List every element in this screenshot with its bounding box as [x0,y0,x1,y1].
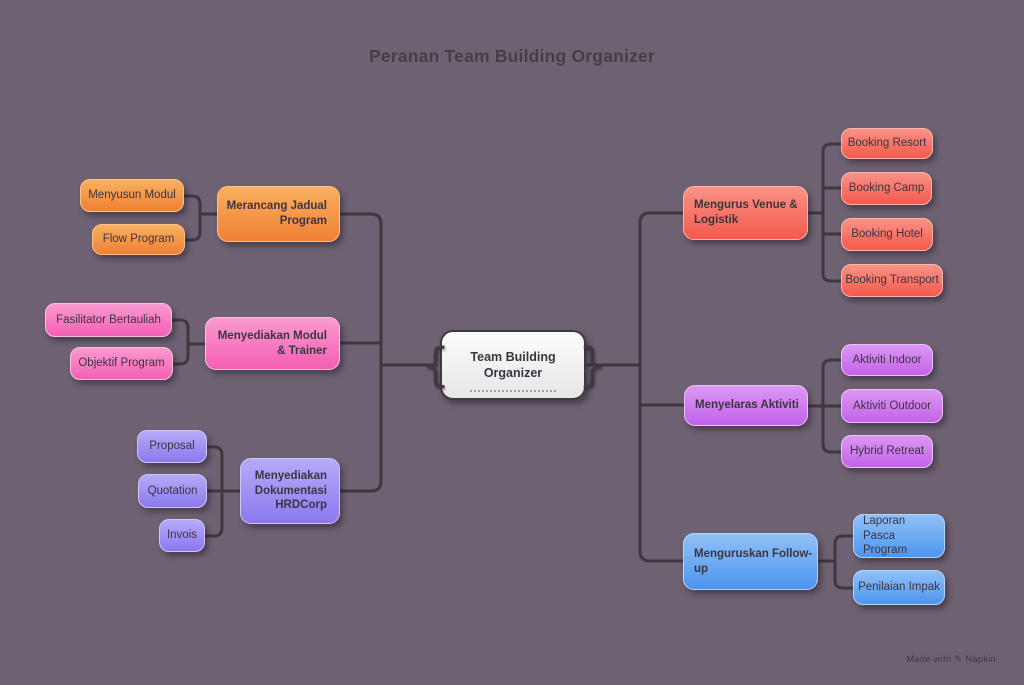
node-label: Booking Camp [848,182,925,195]
node-label: Menyediakan Modul & Trainer [217,329,327,357]
connector-magenta-children [821,358,843,454]
connector-purple-children [203,445,224,538]
node-label: Booking Transport [845,274,939,287]
connector-blue-children [833,534,855,590]
node-menyelaras-aktiviti: Menyelaras Aktiviti [684,385,808,426]
node-merancang-jadual-program: Merancang Jadual Program [217,186,340,242]
node-label: Menyediakan Dokumentasi HRDCorp [254,469,327,512]
node-team-building-organizer: Team Building Organizer [440,330,586,400]
node-label: Quotation [147,484,198,497]
diagram-title: Peranan Team Building Organizer [369,46,655,66]
napkin-watermark: Made with ✎ Napkin [906,654,996,665]
node-label: Menyelaras Aktiviti [695,399,799,412]
node-label: Mengurus Venue & Logistik [694,199,798,226]
node-label: Menguruskan Follow-up [694,547,813,575]
right-brace-decoration: } [578,338,608,392]
node-label: Penilaian Impak [858,581,940,594]
node-menyediakan-dokumentasi-hrdcorp: Menyediakan Dokumentasi HRDCorp [240,458,340,524]
node-mengurus-venue-logistik: Mengurus Venue & Logistik [683,186,808,240]
node-label: Team Building Organizer [470,350,556,380]
node-label: Booking Hotel [851,228,923,241]
node-aktiviti-outdoor: Aktiviti Outdoor [841,389,943,423]
node-label: Aktiviti Outdoor [853,399,931,412]
node-label: Hybrid Retreat [849,445,925,458]
left-brace-decoration: { [421,338,451,392]
node-laporan-pasca-program: Laporan Pasca Program [853,514,945,558]
node-invois: Invois [159,519,205,552]
node-fasilitator-bertauliah: Fasilitator Bertauliah [45,303,172,337]
node-booking-transport: Booking Transport [841,264,943,297]
node-booking-resort: Booking Resort [841,128,933,159]
node-label: Booking Resort [847,137,927,150]
connector-right-trunk [638,211,685,563]
node-booking-hotel: Booking Hotel [841,218,933,251]
connector-salmon-children [821,142,843,283]
node-label: Flow Program [102,233,175,246]
node-menguruskan-follow-up: Menguruskan Follow-up [683,533,818,590]
node-proposal: Proposal [137,430,207,463]
connector-pink-children [170,318,190,366]
collapsed-indicator-dots [470,390,556,392]
node-quotation: Quotation [138,474,207,508]
node-label: Merancang Jadual Program [226,200,327,227]
node-label: Laporan Pasca Program [863,514,908,557]
node-penilaian-impak: Penilaian Impak [853,570,945,605]
connector-left-trunk [338,212,383,493]
node-label: Proposal [149,440,195,453]
node-flow-program: Flow Program [92,224,185,255]
node-label: Objektif Program [78,357,165,370]
node-label: Fasilitator Bertauliah [56,313,161,326]
node-label: Aktiviti Indoor [852,353,922,366]
node-objektif-program: Objektif Program [70,347,173,380]
node-aktiviti-indoor: Aktiviti Indoor [841,344,933,376]
connector-orange-children [182,194,202,242]
node-menyediakan-modul-trainer: Menyediakan Modul & Trainer [205,317,340,370]
node-label: Menyusun Modul [88,189,176,202]
node-booking-camp: Booking Camp [841,172,932,205]
node-menyusun-modul: Menyusun Modul [80,179,184,212]
node-label: Invois [166,529,198,542]
node-hybrid-retreat: Hybrid Retreat [841,435,933,468]
